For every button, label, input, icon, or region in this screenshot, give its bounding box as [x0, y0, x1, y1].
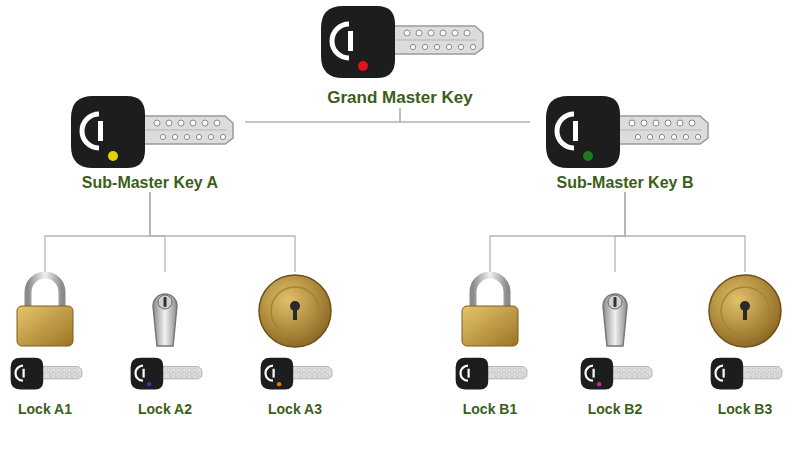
node-label: Lock B3 [716, 401, 774, 417]
tree-connector [490, 192, 625, 272]
key-icon [581, 358, 652, 390]
label-row: Grand Master Key [300, 88, 500, 108]
padlock-icon [17, 275, 73, 346]
tree-connector [625, 192, 745, 272]
lock-illustration [0, 272, 90, 394]
key-icon [71, 96, 233, 168]
key-icon [711, 358, 782, 390]
tree-connector [400, 108, 530, 122]
key-icon [261, 358, 332, 390]
key-illustration [65, 92, 235, 172]
cylinder-lock-icon [603, 294, 627, 346]
lock-illustration [700, 272, 790, 394]
node-label: Lock A2 [136, 401, 194, 417]
node-label: Grand Master Key [325, 88, 475, 108]
key-icon [456, 358, 527, 390]
label-row: Sub-Master Key B [530, 174, 720, 192]
key-blade [391, 26, 483, 54]
node-label: Sub-Master Key A [80, 174, 220, 192]
lock-node: Lock B1 [445, 272, 535, 418]
node-label: Lock B2 [586, 401, 644, 417]
key-head [581, 358, 614, 390]
key-head [131, 358, 164, 390]
key-head [71, 96, 145, 168]
key-head [11, 358, 44, 390]
master-key-node: Sub-Master Key B [530, 92, 720, 192]
tree-connector [615, 192, 625, 272]
deadbolt-lock-icon [709, 275, 781, 347]
node-label: Lock B1 [461, 401, 519, 417]
key-blade [611, 367, 651, 379]
deadbolt-lock-icon [259, 275, 331, 347]
key-blade [741, 367, 781, 379]
padlock-icon [462, 275, 518, 346]
key-blade [486, 367, 526, 379]
tree-connector [150, 192, 295, 272]
tree-connector [45, 192, 150, 272]
lock-node: Lock A2 [120, 272, 210, 418]
lock-node: Lock B3 [700, 272, 790, 418]
key-blade [616, 116, 708, 144]
key-icon [546, 96, 708, 168]
key-blade [41, 367, 81, 379]
lock-node: Lock B2 [570, 272, 660, 418]
key-head [546, 96, 620, 168]
label-row: Lock A1 [0, 400, 90, 418]
lock-illustration [250, 272, 340, 394]
key-icon [131, 358, 202, 390]
label-row: Lock B2 [570, 400, 660, 418]
node-label: Sub-Master Key B [555, 174, 696, 192]
key-illustration [315, 2, 485, 86]
lock-node: Lock A1 [0, 272, 90, 418]
lock-illustration [445, 272, 535, 394]
label-row: Lock B1 [445, 400, 535, 418]
lock-node: Lock A3 [250, 272, 340, 418]
key-head [321, 6, 395, 78]
tree-connector [150, 192, 165, 272]
key-head [456, 358, 489, 390]
key-icon [11, 358, 82, 390]
node-label: Lock A3 [266, 401, 324, 417]
key-blade [141, 116, 233, 144]
node-label: Lock A1 [16, 401, 74, 417]
label-row: Lock A2 [120, 400, 210, 418]
key-icon [321, 6, 483, 78]
cylinder-lock-icon [153, 294, 177, 346]
lock-illustration [120, 272, 210, 394]
label-row: Lock A3 [250, 400, 340, 418]
tree-connector [245, 108, 400, 122]
label-row: Sub-Master Key A [55, 174, 245, 192]
key-illustration [540, 92, 710, 172]
key-head [261, 358, 294, 390]
key-blade [291, 367, 331, 379]
master-key-node: Grand Master Key [300, 2, 500, 108]
key-blade [161, 367, 201, 379]
lock-illustration [570, 272, 660, 394]
key-head [711, 358, 744, 390]
master-key-node: Sub-Master Key A [55, 92, 245, 192]
label-row: Lock B3 [700, 400, 790, 418]
